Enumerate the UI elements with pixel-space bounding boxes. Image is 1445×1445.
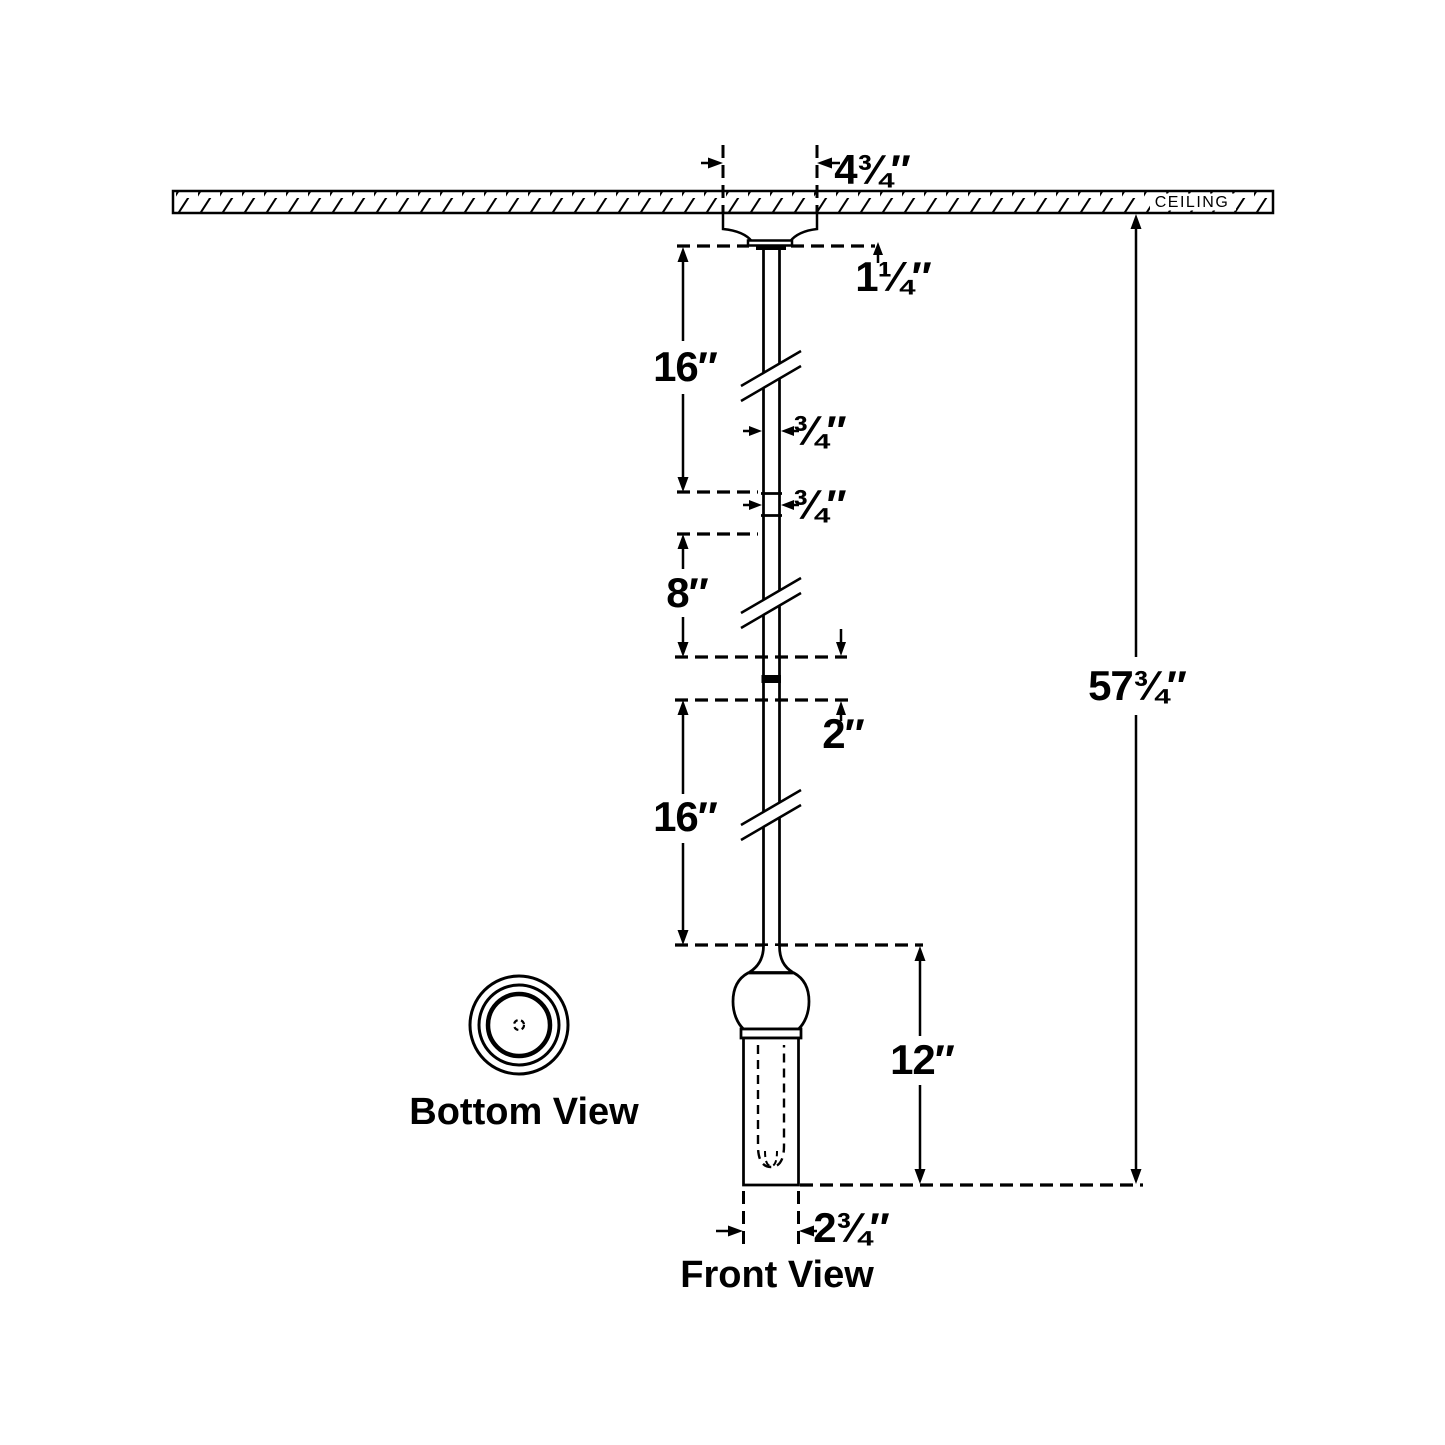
dim-overall-drop: 57¾″ <box>1088 662 1187 709</box>
bottom-view-middle-ring <box>477 983 561 1067</box>
dim-shade-height: 12″ <box>890 1036 955 1083</box>
ceiling-label: CEILING <box>1154 194 1230 211</box>
canopy-body <box>721 211 819 243</box>
break-symbol-slashes <box>740 349 802 842</box>
shade-cylinder <box>742 1036 800 1187</box>
dim-canopy-height: 1¼″ <box>855 253 932 300</box>
canopy-flange <box>746 239 794 247</box>
bottom-view-inner-ring <box>485 991 553 1059</box>
dim-shade-diameter: 2¾″ <box>813 1204 890 1251</box>
stem-coupler-upper <box>761 492 782 517</box>
bottom-view-center-hole <box>512 1018 526 1032</box>
front-view-label: Front View <box>680 1254 874 1296</box>
canopy-collar <box>756 245 786 250</box>
socket-ball <box>731 971 811 1031</box>
dimension-lines <box>681 161 1138 1233</box>
dim-canopy-width: 4¾″ <box>834 146 911 193</box>
canopy <box>721 211 819 250</box>
socket-flare <box>744 945 798 974</box>
bulb-hidden-outline <box>756 1045 786 1169</box>
canopy-width-extension-lines <box>721 145 819 214</box>
ceiling-label-patch <box>1150 193 1236 211</box>
dim-connector: 2″ <box>822 710 864 757</box>
stem-coupler-lower <box>761 675 781 683</box>
fixture-body <box>731 945 811 1187</box>
dim-stem-diameter: ¾″ <box>792 407 846 454</box>
dim-coupler: ¾″ <box>792 481 846 528</box>
bottom-view-drawing <box>468 974 570 1076</box>
dim-stem-lower: 16″ <box>653 793 718 840</box>
dim-stem-upper: 16″ <box>653 343 718 390</box>
dim-stem-middle: 8″ <box>666 569 708 616</box>
dimension-arrowheads <box>677 157 1142 1237</box>
break-symbols <box>740 349 802 842</box>
dashed-reference-lines <box>675 244 1143 1187</box>
bottom-view-outer-ring <box>468 974 570 1076</box>
bottom-view-label: Bottom View <box>409 1091 639 1133</box>
shade-width-extension-lines <box>742 1191 800 1248</box>
